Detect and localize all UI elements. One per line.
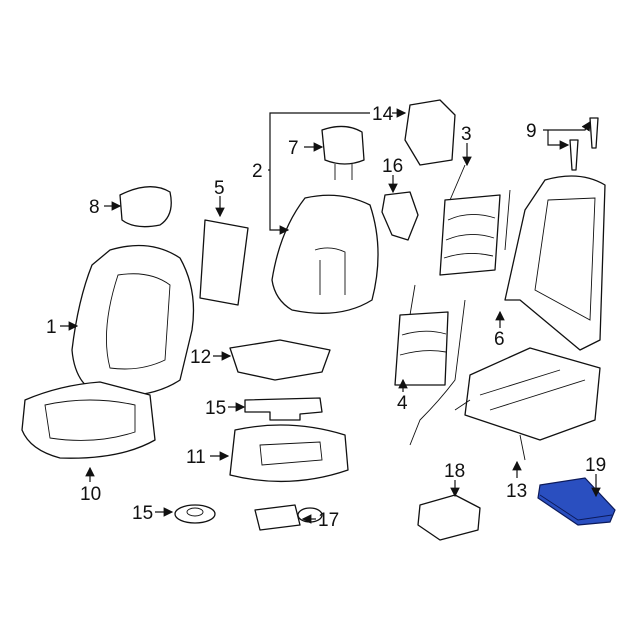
part-17-harness-module[interactable]: [254, 504, 323, 531]
leader-lines: [60, 108, 601, 524]
part-2-seat-back-pad[interactable]: [271, 194, 379, 314]
part-1-seat-back-cover[interactable]: [71, 244, 195, 397]
callout-12: 12: [190, 347, 211, 368]
callout-5: 5: [214, 178, 225, 199]
callout-10: 10: [80, 484, 101, 505]
part-3-lumbar-support[interactable]: [439, 164, 511, 276]
callout-14: 14: [372, 104, 394, 125]
part-10-seat-cushion-cover[interactable]: [21, 381, 156, 459]
callout-1: 1: [46, 317, 57, 338]
part-19-highlighted-module[interactable]: [537, 477, 616, 526]
callout-9: 9: [526, 121, 537, 142]
callout-19: 19: [585, 455, 606, 476]
callout-6: 6: [494, 329, 505, 350]
callout-16: 16: [382, 156, 403, 177]
part-16-lumbar-motor[interactable]: [381, 191, 419, 241]
callout-3: 3: [461, 124, 472, 145]
callout-2: 2: [252, 161, 263, 182]
part-7-headrest[interactable]: [321, 125, 365, 180]
part-18-control-module[interactable]: [417, 494, 481, 541]
part-5-pad[interactable]: [199, 219, 249, 306]
part-11-seat-cushion-pad[interactable]: [229, 424, 349, 483]
callout-18: 18: [444, 461, 465, 482]
part-8-headrest-cover[interactable]: [119, 186, 172, 228]
callout-17: 17: [318, 510, 339, 531]
part-13-seat-track[interactable]: [454, 347, 601, 461]
part-9-bolts[interactable]: [569, 117, 599, 171]
part-4-lumbar-assembly[interactable]: [394, 284, 466, 446]
callout-15-bottom: 15: [132, 503, 153, 524]
part-14-back-panel[interactable]: [404, 99, 456, 166]
part-15-sensor[interactable]: [174, 504, 216, 524]
callout-4: 4: [397, 393, 408, 414]
callout-13: 13: [506, 481, 527, 502]
callout-8: 8: [89, 197, 100, 218]
part-12-heater-pad[interactable]: [229, 339, 331, 381]
callout-11: 11: [186, 447, 206, 468]
callout-15-top: 15: [205, 398, 226, 419]
part-6-seat-back-frame[interactable]: [504, 175, 606, 351]
part-15-heater-element[interactable]: [244, 397, 323, 421]
callout-7: 7: [288, 138, 299, 159]
